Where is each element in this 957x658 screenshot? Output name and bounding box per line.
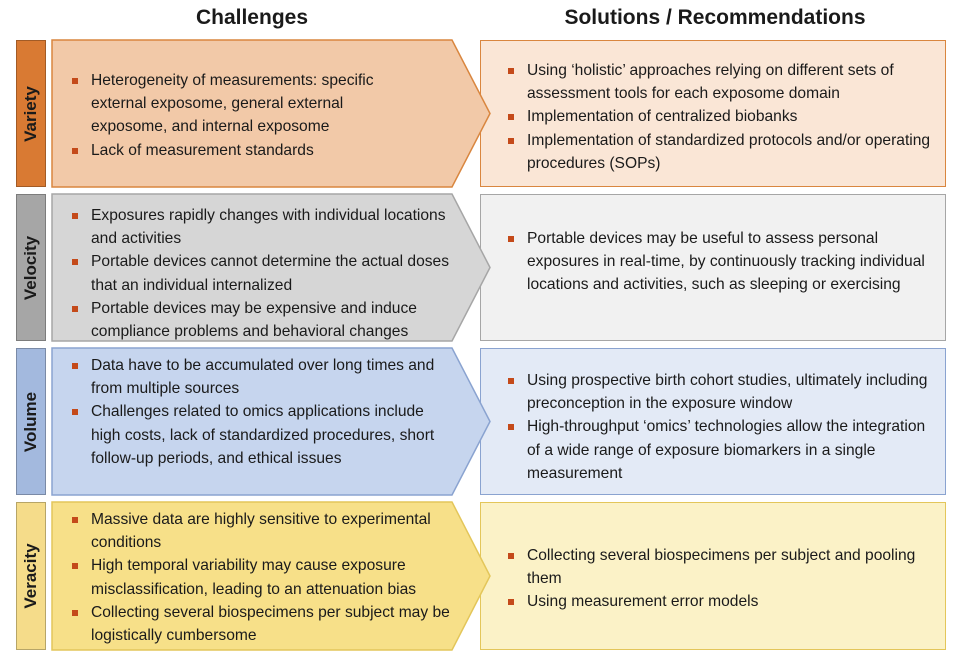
volume-challenges-chevron bbox=[51, 347, 491, 496]
variety-solutions-panel bbox=[480, 40, 946, 187]
veracity-label-tab: Veracity bbox=[16, 502, 46, 650]
volume-row: Volume Data have to be accumulated over l… bbox=[0, 347, 957, 496]
solutions-header: Solutions / Recommendations bbox=[564, 6, 866, 29]
solution-item: Implementation of centralized biobanks bbox=[508, 105, 943, 128]
challenge-item: Collecting several biospecimens per subj… bbox=[72, 601, 472, 647]
velocity-solutions-list: Portable devices may be useful to assess… bbox=[508, 227, 933, 297]
solution-item: Implementation of standardized protocols… bbox=[508, 129, 943, 175]
challenge-item: Heterogeneity of measurements: specific … bbox=[72, 69, 420, 139]
variety-label-text: Variety bbox=[21, 85, 40, 142]
variety-solutions-list: Using ‘holistic’ approaches relying on d… bbox=[508, 59, 943, 175]
volume-label-text: Volume bbox=[21, 391, 40, 452]
velocity-solutions-panel bbox=[480, 194, 946, 341]
variety-row: Variety Heterogeneity of measurements: sp… bbox=[0, 39, 957, 188]
challenges-header: Challenges bbox=[195, 6, 309, 29]
volume-chevron-shape bbox=[51, 347, 491, 496]
challenge-item: Exposures rapidly changes with individua… bbox=[72, 204, 460, 250]
veracity-label-text: Veracity bbox=[21, 543, 40, 609]
veracity-challenges-list: Massive data are highly sensitive to exp… bbox=[72, 508, 472, 647]
challenge-item: Challenges related to omics applications… bbox=[72, 400, 442, 470]
solution-item: Using prospective birth cohort studies, … bbox=[508, 369, 933, 415]
solution-item: Using measurement error models bbox=[508, 590, 933, 613]
volume-solutions-panel bbox=[480, 348, 946, 495]
veracity-chevron-shape bbox=[51, 501, 491, 651]
solution-item: High-throughput ‘omics’ technologies all… bbox=[508, 415, 933, 485]
challenge-item: Lack of measurement standards bbox=[72, 139, 420, 162]
veracity-solutions-panel bbox=[480, 502, 946, 650]
volume-solutions-list: Using prospective birth cohort studies, … bbox=[508, 369, 933, 485]
volume-label-tab: Volume bbox=[16, 348, 46, 495]
variety-challenges-chevron bbox=[51, 39, 491, 188]
challenge-item: Portable devices cannot determine the ac… bbox=[72, 250, 460, 296]
volume-challenges-list: Data have to be accumulated over long ti… bbox=[72, 354, 442, 470]
velocity-challenges-chevron bbox=[51, 193, 491, 342]
challenge-item: Portable devices may be expensive and in… bbox=[72, 297, 460, 343]
veracity-row: Veracity Massive data are highly sensitiv… bbox=[0, 501, 957, 651]
challenge-item: Data have to be accumulated over long ti… bbox=[72, 354, 442, 400]
variety-challenges-list: Heterogeneity of measurements: specific … bbox=[72, 69, 420, 162]
challenge-item: Massive data are highly sensitive to exp… bbox=[72, 508, 472, 554]
solution-item: Collecting several biospecimens per subj… bbox=[508, 544, 933, 590]
velocity-label-text: Velocity bbox=[21, 235, 40, 300]
velocity-challenges-list: Exposures rapidly changes with individua… bbox=[72, 204, 460, 343]
solution-item: Portable devices may be useful to assess… bbox=[508, 227, 933, 297]
velocity-row: Velocity Exposures rapidly changes with i… bbox=[0, 193, 957, 343]
veracity-solutions-list: Collecting several biospecimens per subj… bbox=[508, 544, 933, 614]
challenge-item: High temporal variability may cause expo… bbox=[72, 554, 472, 600]
velocity-chevron-shape bbox=[51, 193, 491, 342]
variety-chevron-shape bbox=[51, 39, 491, 188]
velocity-label-tab: Velocity bbox=[16, 194, 46, 341]
veracity-challenges-chevron bbox=[51, 501, 491, 651]
solution-item: Using ‘holistic’ approaches relying on d… bbox=[508, 59, 943, 105]
variety-label-tab: Variety bbox=[16, 40, 46, 187]
